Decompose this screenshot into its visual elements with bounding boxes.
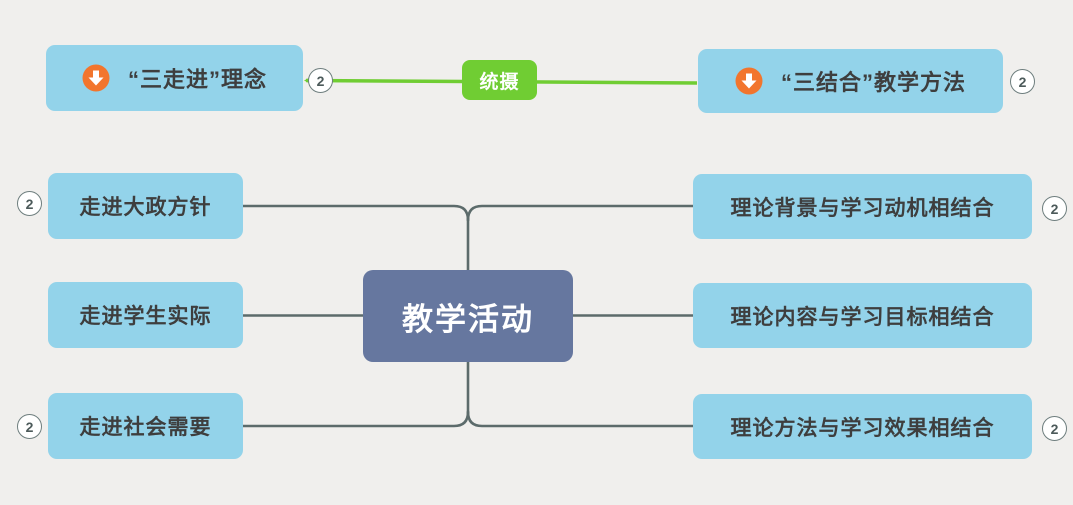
topic-label: 理论方法与学习效果相结合 bbox=[730, 416, 995, 440]
right-topic-2[interactable]: 理论内容与学习目标相结合 bbox=[693, 283, 1032, 348]
topic-label: 理论内容与学习目标相结合 bbox=[730, 305, 995, 329]
topic-label: 走进社会需要 bbox=[79, 416, 212, 439]
collapse-badge-summary-left[interactable]: 2 bbox=[308, 68, 333, 93]
summary-topic-right[interactable]: “三结合”教学方法 bbox=[698, 49, 1003, 113]
left-topic-1[interactable]: 走进大政方针 bbox=[48, 173, 243, 239]
topic-label: 教学活动 bbox=[402, 301, 534, 337]
topic-label: 理论背景与学习动机相结合 bbox=[730, 196, 995, 220]
topic-label: 走进学生实际 bbox=[79, 305, 212, 328]
collapse-badge-right-1[interactable]: 2 bbox=[1042, 196, 1067, 221]
summary-topic-left[interactable]: “三走进”理念 bbox=[46, 45, 303, 111]
topic-label: “三结合”教学方法 bbox=[780, 70, 966, 95]
topic-label: 走进大政方针 bbox=[79, 196, 212, 219]
down-arrow-icon bbox=[82, 64, 110, 92]
relationship-label[interactable]: 统摄 bbox=[462, 60, 537, 100]
central-topic[interactable]: 教学活动 bbox=[363, 270, 573, 362]
collapse-badge-summary-right[interactable]: 2 bbox=[1010, 69, 1035, 94]
right-topic-1[interactable]: 理论背景与学习动机相结合 bbox=[693, 174, 1032, 239]
collapse-badge-right-3[interactable]: 2 bbox=[1042, 416, 1067, 441]
right-topic-3[interactable]: 理论方法与学习效果相结合 bbox=[693, 394, 1032, 459]
collapse-badge-left-3[interactable]: 2 bbox=[17, 414, 42, 439]
left-topic-3[interactable]: 走进社会需要 bbox=[48, 393, 243, 459]
collapse-badge-left-1[interactable]: 2 bbox=[17, 191, 42, 216]
topic-label: “三走进”理念 bbox=[127, 67, 267, 92]
left-topic-2[interactable]: 走进学生实际 bbox=[48, 282, 243, 348]
branch-connectors bbox=[241, 204, 695, 428]
down-arrow-icon bbox=[735, 67, 763, 95]
